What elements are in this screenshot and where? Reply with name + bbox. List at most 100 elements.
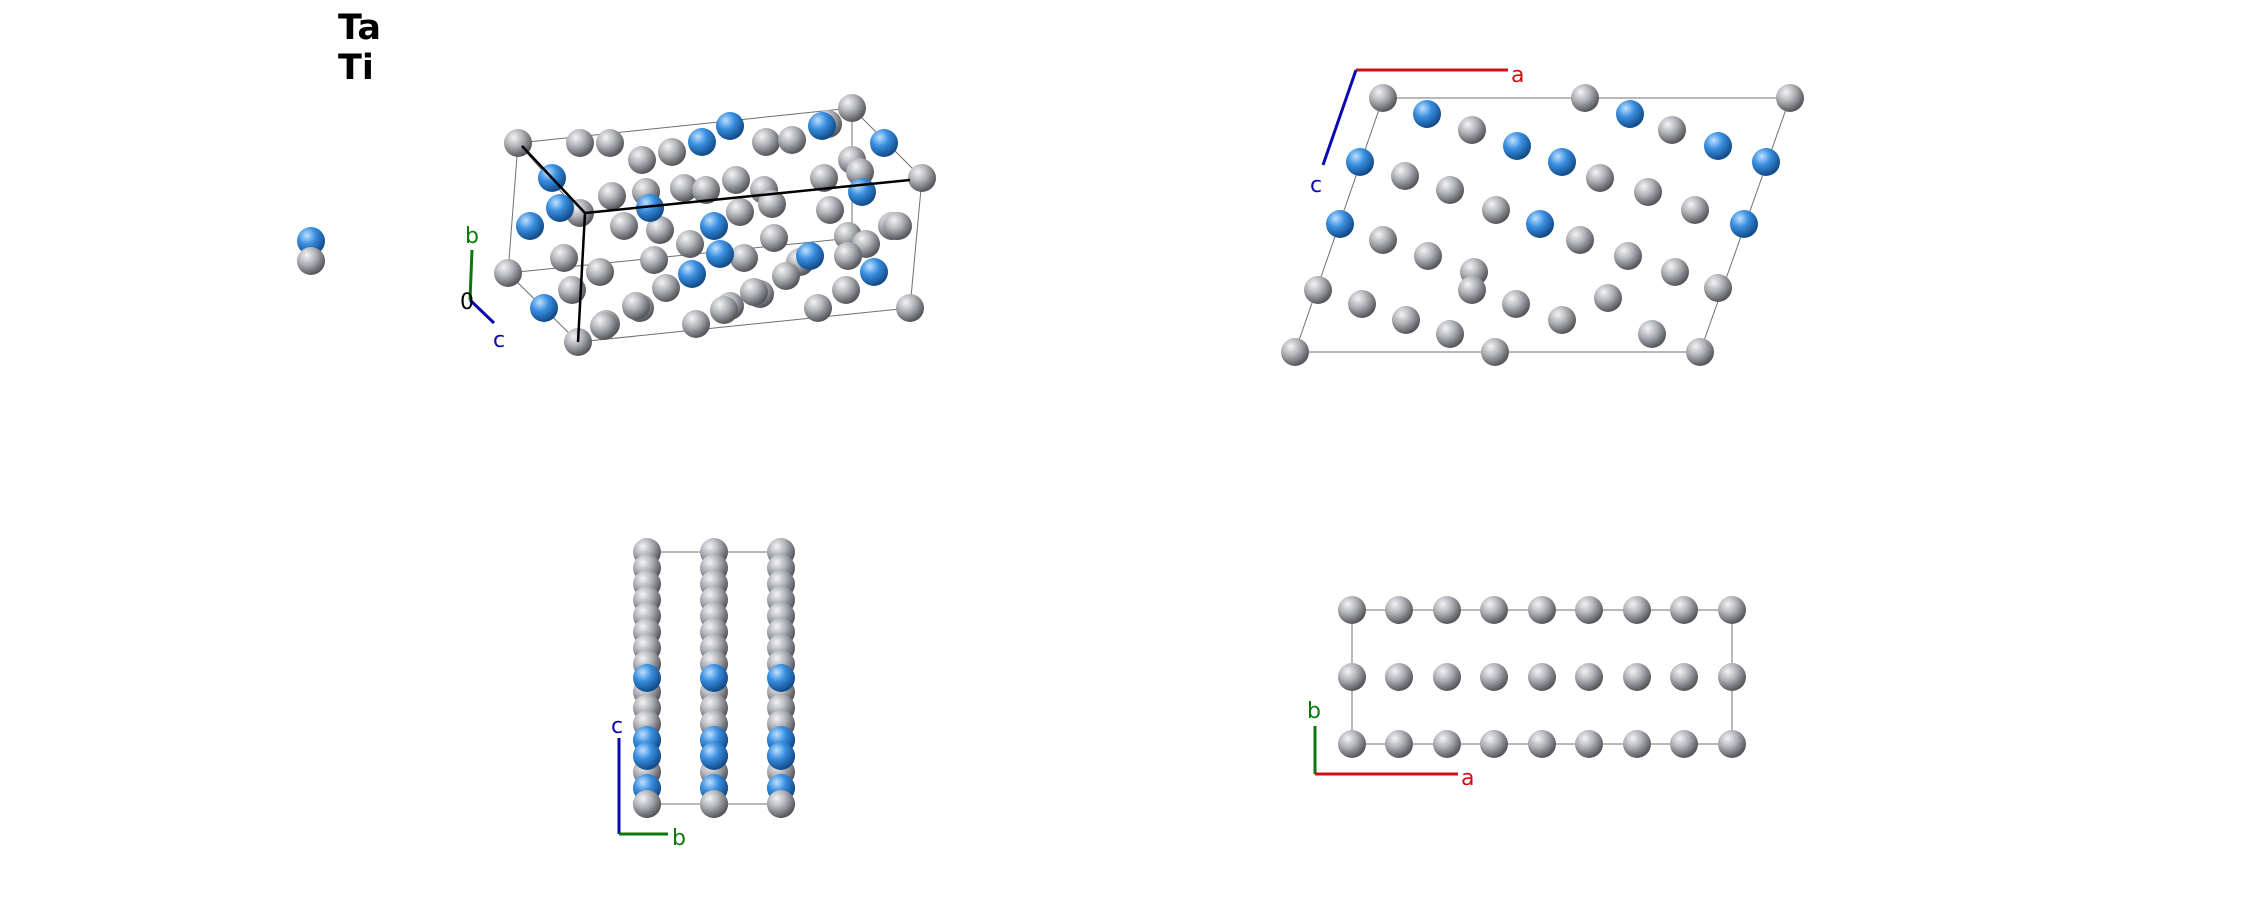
- ti-atom: [1548, 306, 1576, 334]
- ti-atom: [1575, 596, 1603, 624]
- ti-atom: [1433, 730, 1461, 758]
- perspective-view: 0 b c: [460, 94, 936, 356]
- view-along-c: b a: [1307, 596, 1746, 791]
- ti-atom: [1658, 116, 1686, 144]
- legend-ta-atom: [297, 227, 325, 255]
- ti-atom: [1528, 663, 1556, 691]
- ti-atom: [628, 146, 656, 174]
- ta-atom: [530, 294, 558, 322]
- ti-atom: [752, 128, 780, 156]
- ti-atom: [740, 278, 768, 306]
- ta-atom: [808, 112, 836, 140]
- ti-atom: [590, 312, 618, 340]
- ti-atom: [670, 174, 698, 202]
- ti-atom: [1480, 730, 1508, 758]
- axis-b-label: b: [1307, 699, 1321, 724]
- ti-atom: [1528, 596, 1556, 624]
- view-along-b: a c: [1281, 63, 1804, 366]
- ti-atom: [1433, 596, 1461, 624]
- ti-atom: [1392, 306, 1420, 334]
- along-b-axis-indicator: a c: [1310, 63, 1524, 198]
- ti-atom: [700, 790, 728, 818]
- ti-atom: [760, 224, 788, 252]
- ti-atom: [1681, 196, 1709, 224]
- ti-atom: [1670, 730, 1698, 758]
- ti-atom: [1718, 596, 1746, 624]
- ti-atom: [758, 190, 786, 218]
- ti-atom: [566, 129, 594, 157]
- ti-atom: [676, 230, 704, 258]
- ti-atom: [1661, 258, 1689, 286]
- ta-atom: [700, 664, 728, 692]
- ti-atom: [598, 182, 626, 210]
- ta-atom: [1704, 132, 1732, 160]
- ti-atom: [610, 212, 638, 240]
- ti-atom: [1670, 596, 1698, 624]
- ti-atom: [1776, 84, 1804, 112]
- ti-atom: [834, 242, 862, 270]
- ti-atom: [558, 276, 586, 304]
- ta-atom: [796, 242, 824, 270]
- axis-c-line: [1321, 69, 1358, 166]
- ti-atom: [816, 196, 844, 224]
- ti-atom: [1482, 196, 1510, 224]
- ti-atom: [1586, 164, 1614, 192]
- along-b-ti-atoms: [1281, 84, 1804, 366]
- ta-atom: [870, 129, 898, 157]
- ti-atom: [1480, 596, 1508, 624]
- ta-atom: [1548, 148, 1576, 176]
- ti-atom: [1414, 242, 1442, 270]
- ta-atom: [546, 194, 574, 222]
- ti-atom: [1670, 663, 1698, 691]
- ti-atom: [1614, 242, 1642, 270]
- ti-atom: [1528, 730, 1556, 758]
- ta-atom: [1752, 148, 1780, 176]
- ti-atom: [1338, 730, 1366, 758]
- ti-atom: [1566, 226, 1594, 254]
- ta-atom: [688, 128, 716, 156]
- ti-atom: [767, 790, 795, 818]
- ta-atom: [848, 178, 876, 206]
- ta-atom: [516, 212, 544, 240]
- ti-atom: [884, 212, 912, 240]
- ti-atom: [1281, 338, 1309, 366]
- element-legend: Ta Ti: [338, 8, 381, 88]
- ti-atom: [658, 138, 686, 166]
- ti-atom: [622, 292, 650, 320]
- ti-atom: [772, 262, 800, 290]
- axis-b-label: b: [672, 826, 686, 851]
- ti-atom: [596, 129, 624, 157]
- perspective-ti-atoms: [494, 94, 936, 356]
- ti-atom: [640, 246, 668, 274]
- ti-atom: [832, 276, 860, 304]
- legend-swatches: [297, 227, 325, 275]
- ti-atom: [810, 164, 838, 192]
- axis-a-label: a: [1461, 766, 1474, 791]
- ta-atom: [767, 742, 795, 770]
- ta-atom: [636, 194, 664, 222]
- ti-atom: [1575, 663, 1603, 691]
- ti-atom: [494, 259, 522, 287]
- ti-atom: [652, 274, 680, 302]
- along-c-axis-indicator: b a: [1307, 699, 1474, 791]
- ti-atom: [550, 244, 578, 272]
- ti-atom: [1594, 284, 1622, 312]
- ti-atom: [1575, 730, 1603, 758]
- axis-c-line: [468, 298, 496, 325]
- ti-atom: [710, 296, 738, 324]
- legend-ti-atom: [297, 247, 325, 275]
- axis-c-label: c: [611, 714, 623, 739]
- ta-atom: [1503, 132, 1531, 160]
- ti-atom: [1480, 663, 1508, 691]
- ti-atom: [1571, 84, 1599, 112]
- ti-atom: [1638, 320, 1666, 348]
- ti-atom: [1458, 276, 1486, 304]
- ta-atom: [633, 742, 661, 770]
- legend-entry-ta: Ta: [338, 8, 381, 48]
- ti-atom: [1686, 338, 1714, 366]
- ta-atom: [860, 258, 888, 286]
- perspective-axis-indicator: 0 b c: [460, 224, 505, 353]
- ti-atom: [1436, 320, 1464, 348]
- ta-atom: [1346, 148, 1374, 176]
